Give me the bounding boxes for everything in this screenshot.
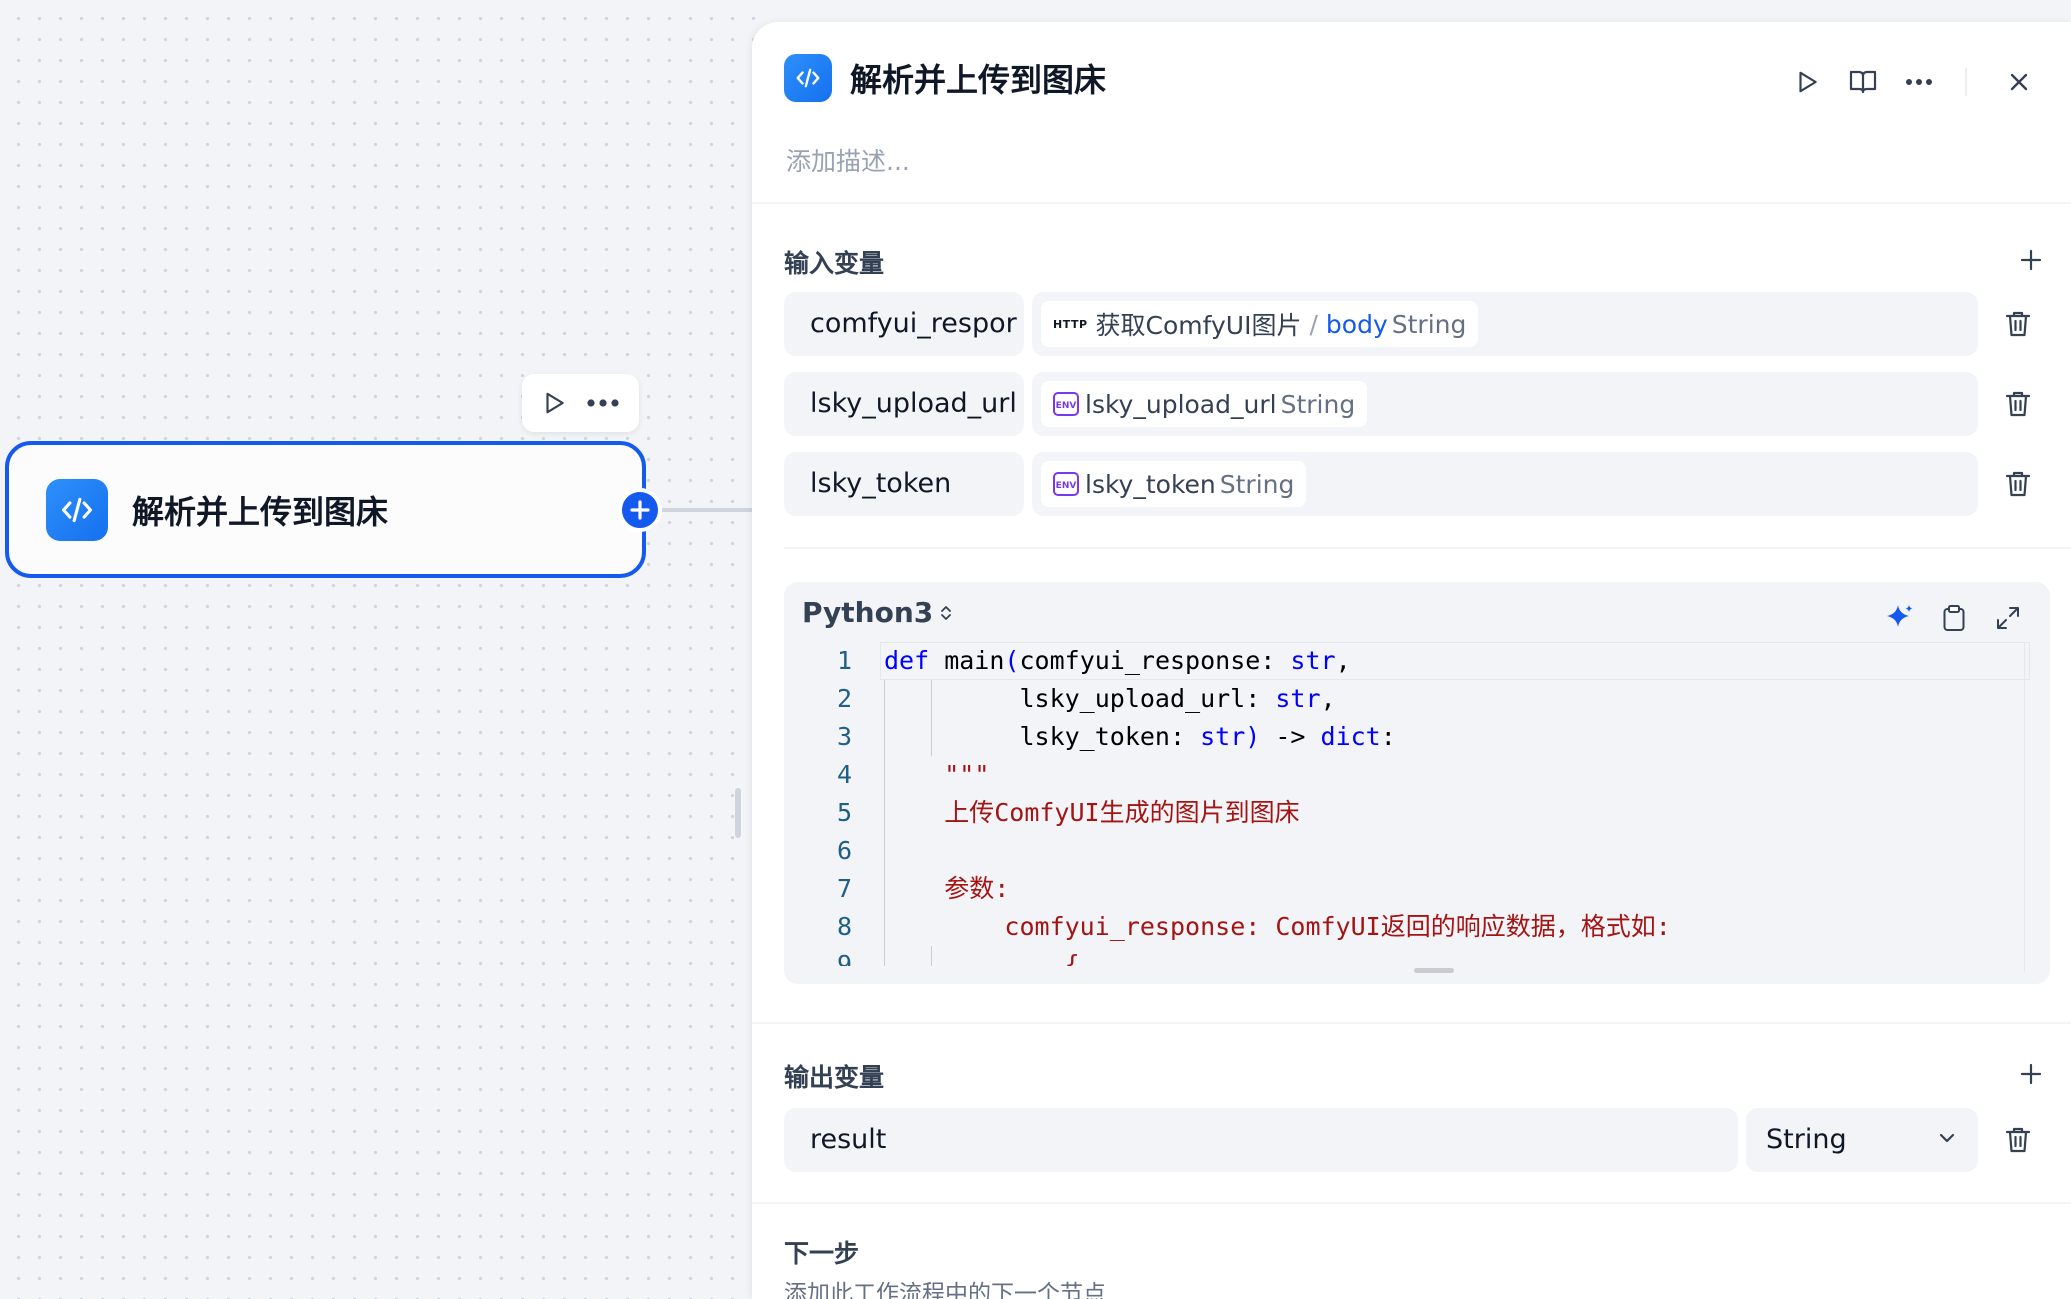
close-icon[interactable] <box>1999 62 2039 102</box>
add-output-variable-button[interactable] <box>2011 1054 2051 1094</box>
input-variable-row: comfyui_respor HTTP 获取ComfyUI图片 / body S… <box>784 292 2050 356</box>
divider <box>752 1022 2071 1024</box>
ai-generate-sparkle-icon[interactable] <box>1880 598 1920 638</box>
expand-icon[interactable] <box>1988 598 2028 638</box>
line-code: 参数: <box>944 874 1010 903</box>
panel-header: 解析并上传到图床 <box>784 54 1106 102</box>
line-number: 3 <box>836 722 852 751</box>
source-variable-label: lsky_upload_url <box>1085 389 1277 419</box>
source-variable-label: lsky_token <box>1085 469 1216 499</box>
line-number: 6 <box>836 836 852 865</box>
language-selector[interactable]: Python3 <box>802 596 953 629</box>
delete-variable-button[interactable] <box>1986 1108 2050 1172</box>
panel-actions <box>1771 62 2039 102</box>
editor-toolbar <box>1866 598 2028 638</box>
line-code: lsky_upload_url: str, <box>1019 684 1336 713</box>
next-step-title: 下一步 <box>784 1239 860 1268</box>
description-input[interactable]: 添加描述... <box>786 147 910 176</box>
divider <box>1965 68 1967 96</box>
indent-guide <box>884 680 885 756</box>
variable-name-input[interactable]: lsky_upload_url <box>784 372 1024 436</box>
delete-variable-button[interactable] <box>1986 292 2050 356</box>
divider <box>784 547 2071 549</box>
indent-guide <box>931 946 932 966</box>
add-input-variable-button[interactable] <box>2011 240 2051 280</box>
input-variable-row: lsky_upload_url ENV lsky_upload_url Stri… <box>784 372 2050 436</box>
next-step-description: 添加此工作流程中的下一个节点 <box>784 1281 1106 1299</box>
panel-title[interactable]: 解析并上传到图床 <box>850 61 1107 99</box>
code-icon <box>46 478 108 541</box>
line-number: 8 <box>836 912 852 941</box>
line-code: { <box>1064 950 1080 966</box>
editor-resize-handle[interactable] <box>1414 968 1454 973</box>
line-number: 7 <box>836 874 852 903</box>
code-node[interactable]: 解析并上传到图床 <box>5 441 646 578</box>
delete-variable-button[interactable] <box>1986 452 2050 516</box>
line-code: def main(comfyui_response: str, <box>884 646 1351 675</box>
source-node-label: 获取ComfyUI图片 <box>1095 311 1302 340</box>
line-number: 2 <box>836 684 852 713</box>
line-number: 1 <box>836 646 852 675</box>
variable-value-selector[interactable]: ENV lsky_token String <box>1032 452 1978 516</box>
node-title: 解析并上传到图床 <box>132 492 389 531</box>
active-line-highlight <box>880 642 2030 680</box>
copy-clipboard-icon[interactable] <box>1934 598 1974 638</box>
divider <box>752 202 2071 204</box>
delete-variable-button[interactable] <box>1986 372 2050 436</box>
variable-name-input[interactable]: lsky_token <box>784 452 1024 516</box>
edge-connector <box>662 508 754 512</box>
chevron-up-down-icon <box>941 605 952 620</box>
output-variable-row: result String <box>784 1108 2050 1172</box>
env-icon: ENV <box>1053 472 1079 496</box>
input-variables-title: 输入变量 <box>784 249 885 278</box>
more-icon[interactable] <box>1899 62 1939 102</box>
variable-reference-chip: ENV lsky_token String <box>1041 461 1307 507</box>
svg-text:ENV: ENV <box>1056 481 1077 491</box>
line-code: 上传ComfyUI生成的图片到图床 <box>944 798 1300 827</box>
docs-book-icon[interactable] <box>1843 62 1883 102</box>
code-icon <box>784 54 832 102</box>
line-code: comfyui_response: ComfyUI返回的响应数据，格式如: <box>1004 912 1671 941</box>
variable-reference-chip: ENV lsky_upload_url String <box>1041 381 1368 427</box>
path-separator: / <box>1309 309 1318 339</box>
variable-type-label: String <box>1280 389 1356 419</box>
line-number: 9 <box>836 950 852 966</box>
code-area[interactable]: 1 def main(comfyui_response: str, 2 lsky_u… <box>784 642 2032 966</box>
variable-name-input[interactable]: comfyui_respor <box>784 292 1024 356</box>
http-icon: HTTP <box>1053 317 1088 331</box>
output-name-input[interactable]: result <box>784 1108 1738 1172</box>
svg-text:ENV: ENV <box>1056 401 1077 411</box>
run-step-button[interactable] <box>1787 62 1827 102</box>
line-number: 4 <box>836 760 852 789</box>
editor-scrollbar-track <box>2024 642 2025 972</box>
variable-type-label: String <box>1391 309 1467 339</box>
indent-guide <box>931 680 932 756</box>
line-code: lsky_token: str) -> dict: <box>1019 722 1396 751</box>
node-config-panel: 解析并上传到图床 添加描述... 输入变量 comfyui_respor HTT… <box>752 22 2071 1299</box>
language-label: Python3 <box>802 596 934 629</box>
chevron-down-icon <box>1939 1133 1955 1143</box>
output-type-value: String <box>1766 1124 1847 1155</box>
variable-value-selector[interactable]: HTTP 获取ComfyUI图片 / body String <box>1032 292 1978 356</box>
line-code: """ <box>944 760 990 789</box>
indent-guide <box>884 756 885 966</box>
source-variable-label: body <box>1325 309 1388 339</box>
input-variable-row: lsky_token ENV lsky_token String <box>784 452 2050 516</box>
output-type-select[interactable]: String <box>1746 1108 1978 1172</box>
variable-type-label: String <box>1219 469 1295 499</box>
variable-value-selector[interactable]: ENV lsky_upload_url String <box>1032 372 1978 436</box>
run-node-icon[interactable] <box>541 390 567 416</box>
more-icon[interactable] <box>586 398 620 408</box>
workflow-canvas[interactable]: 解析并上传到图床 <box>0 0 760 1299</box>
add-next-node-button[interactable] <box>618 488 662 532</box>
env-icon: ENV <box>1053 392 1079 416</box>
node-toolbar <box>522 374 639 432</box>
code-editor[interactable]: Python3 1 def main(comfyui_response: str,… <box>784 582 2050 984</box>
line-number: 5 <box>836 798 852 827</box>
panel-resize-handle[interactable] <box>735 788 741 838</box>
output-variables-title: 输出变量 <box>784 1063 885 1092</box>
variable-reference-chip: HTTP 获取ComfyUI图片 / body String <box>1041 301 1479 347</box>
divider <box>752 1202 2071 1204</box>
